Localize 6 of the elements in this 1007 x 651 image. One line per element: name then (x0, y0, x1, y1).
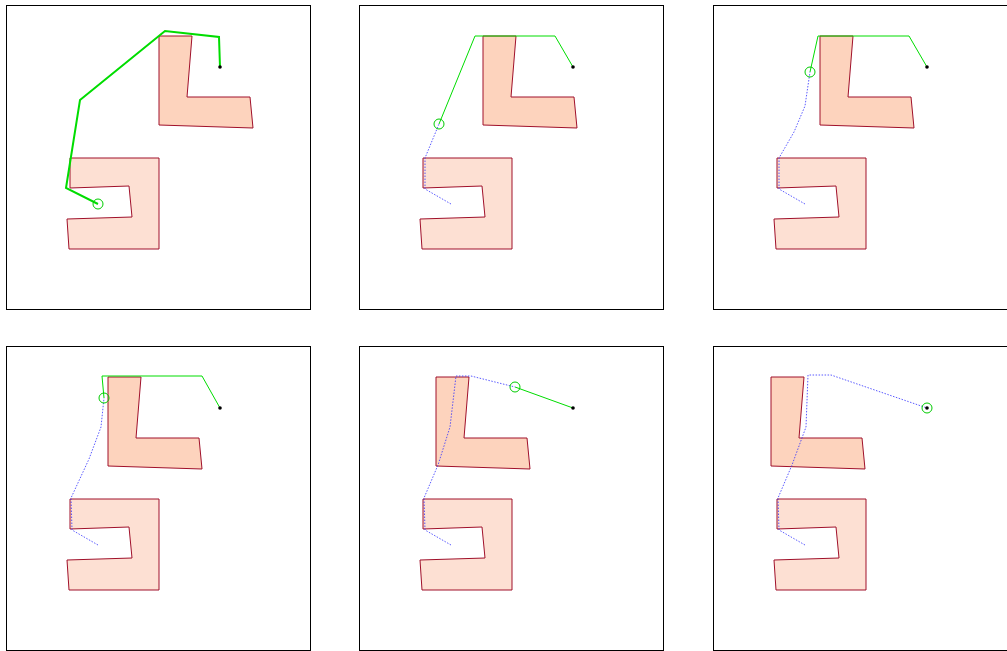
plot-panel (713, 5, 1007, 310)
plot-panel (6, 346, 311, 651)
plot-panel (6, 5, 311, 310)
plot-panel (359, 5, 664, 310)
plot-panel (359, 346, 664, 651)
plot-panel (713, 346, 1007, 651)
